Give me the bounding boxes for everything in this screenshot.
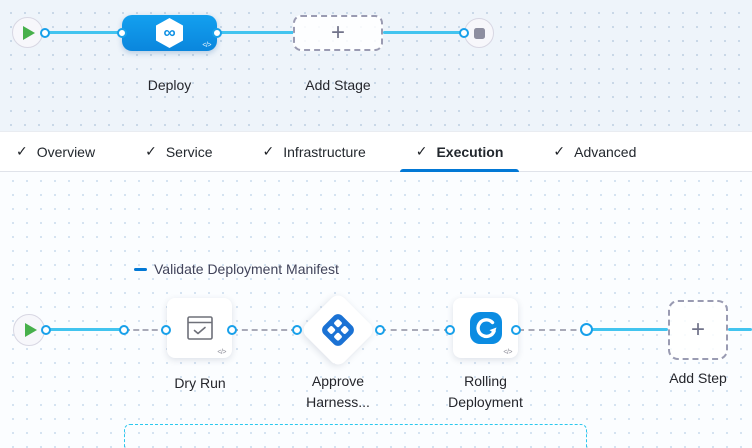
edge-line-dashed [124, 329, 167, 331]
check-icon: ✓ [145, 143, 157, 159]
connector-port [212, 28, 222, 38]
harness-infinity-icon: ∞ [156, 18, 183, 48]
rolling-restart-icon [469, 312, 502, 344]
connector-port [445, 325, 455, 335]
play-icon [24, 323, 37, 337]
connector-port [459, 28, 469, 38]
check-icon: ✓ [415, 143, 428, 159]
step-label: Rolling Deployment [448, 373, 523, 410]
plus-icon: + [330, 19, 345, 46]
connector-port [580, 323, 593, 336]
edge-line-dashed [518, 329, 587, 331]
edge-line [587, 328, 668, 331]
code-view-icon: </> [202, 42, 211, 49]
connector-port [119, 325, 129, 335]
step-label: Dry Run [174, 375, 226, 391]
stop-icon [473, 27, 485, 39]
plus-icon: + [690, 316, 705, 343]
stage-graph-canvas: ∞ </> + Deploy Add Stage [0, 0, 752, 131]
step-node-dry-run[interactable]: </> [167, 298, 232, 358]
step-group-label: Validate Deployment Manifest [134, 261, 339, 277]
connector-port [161, 325, 171, 335]
connector-port [292, 325, 302, 335]
code-view-icon: </> [503, 349, 512, 356]
tab-label: Execution [436, 143, 504, 160]
stage-node-deploy[interactable]: ∞ </> [122, 15, 217, 51]
add-step-button[interactable]: + [668, 300, 728, 360]
connector-port [511, 325, 521, 335]
code-view-icon: </> [217, 349, 226, 356]
tab-execution[interactable]: ✓ Execution [399, 132, 519, 172]
check-icon: ✓ [553, 143, 566, 159]
connector-port [40, 28, 50, 38]
tab-overview[interactable]: ✓ Overview [16, 132, 95, 171]
step-node-rolling-deployment[interactable]: </> [453, 298, 518, 358]
connector-port [117, 28, 127, 38]
play-icon [23, 25, 35, 40]
connector-port [41, 325, 51, 335]
edge-line [217, 31, 295, 34]
check-icon: ✓ [262, 143, 275, 159]
checklist-window-icon [186, 316, 213, 340]
execution-graph-canvas: Validate Deployment Manifest </> [0, 172, 752, 448]
pipeline-end-node[interactable] [464, 18, 494, 48]
tab-infrastructure[interactable]: ✓ Infrastructure [263, 132, 366, 171]
tab-service[interactable]: ✓ Service [145, 132, 212, 171]
pipeline-start-node[interactable] [12, 17, 43, 48]
stage-config-tabs: ✓ Overview ✓ Service ✓ Infrastructure ✓ … [0, 131, 752, 172]
connector-port [227, 325, 237, 335]
tab-label: Service [165, 143, 213, 160]
tab-label: Overview [36, 143, 96, 160]
edge-line [728, 328, 752, 331]
group-dash-icon [134, 267, 147, 271]
edge-line [383, 31, 464, 34]
add-step-label: Add Step [669, 370, 727, 386]
add-stage-label: Add Stage [305, 77, 371, 93]
connector-port [375, 325, 385, 335]
check-icon: ✓ [16, 143, 28, 159]
step-node-approve[interactable] [299, 291, 377, 369]
step-label: Approve Harness... [306, 373, 370, 410]
edge-line [46, 328, 125, 331]
step-group-container[interactable] [124, 424, 587, 448]
stage-label: Deploy [147, 77, 192, 93]
tab-label: Advanced [574, 143, 637, 160]
edge-line-dashed [232, 329, 297, 331]
add-stage-button[interactable]: + [293, 15, 383, 51]
tab-label: Infrastructure [283, 143, 366, 160]
edge-line [45, 31, 125, 34]
edge-line-dashed [380, 329, 450, 331]
tab-advanced[interactable]: ✓ Advanced [553, 132, 636, 171]
